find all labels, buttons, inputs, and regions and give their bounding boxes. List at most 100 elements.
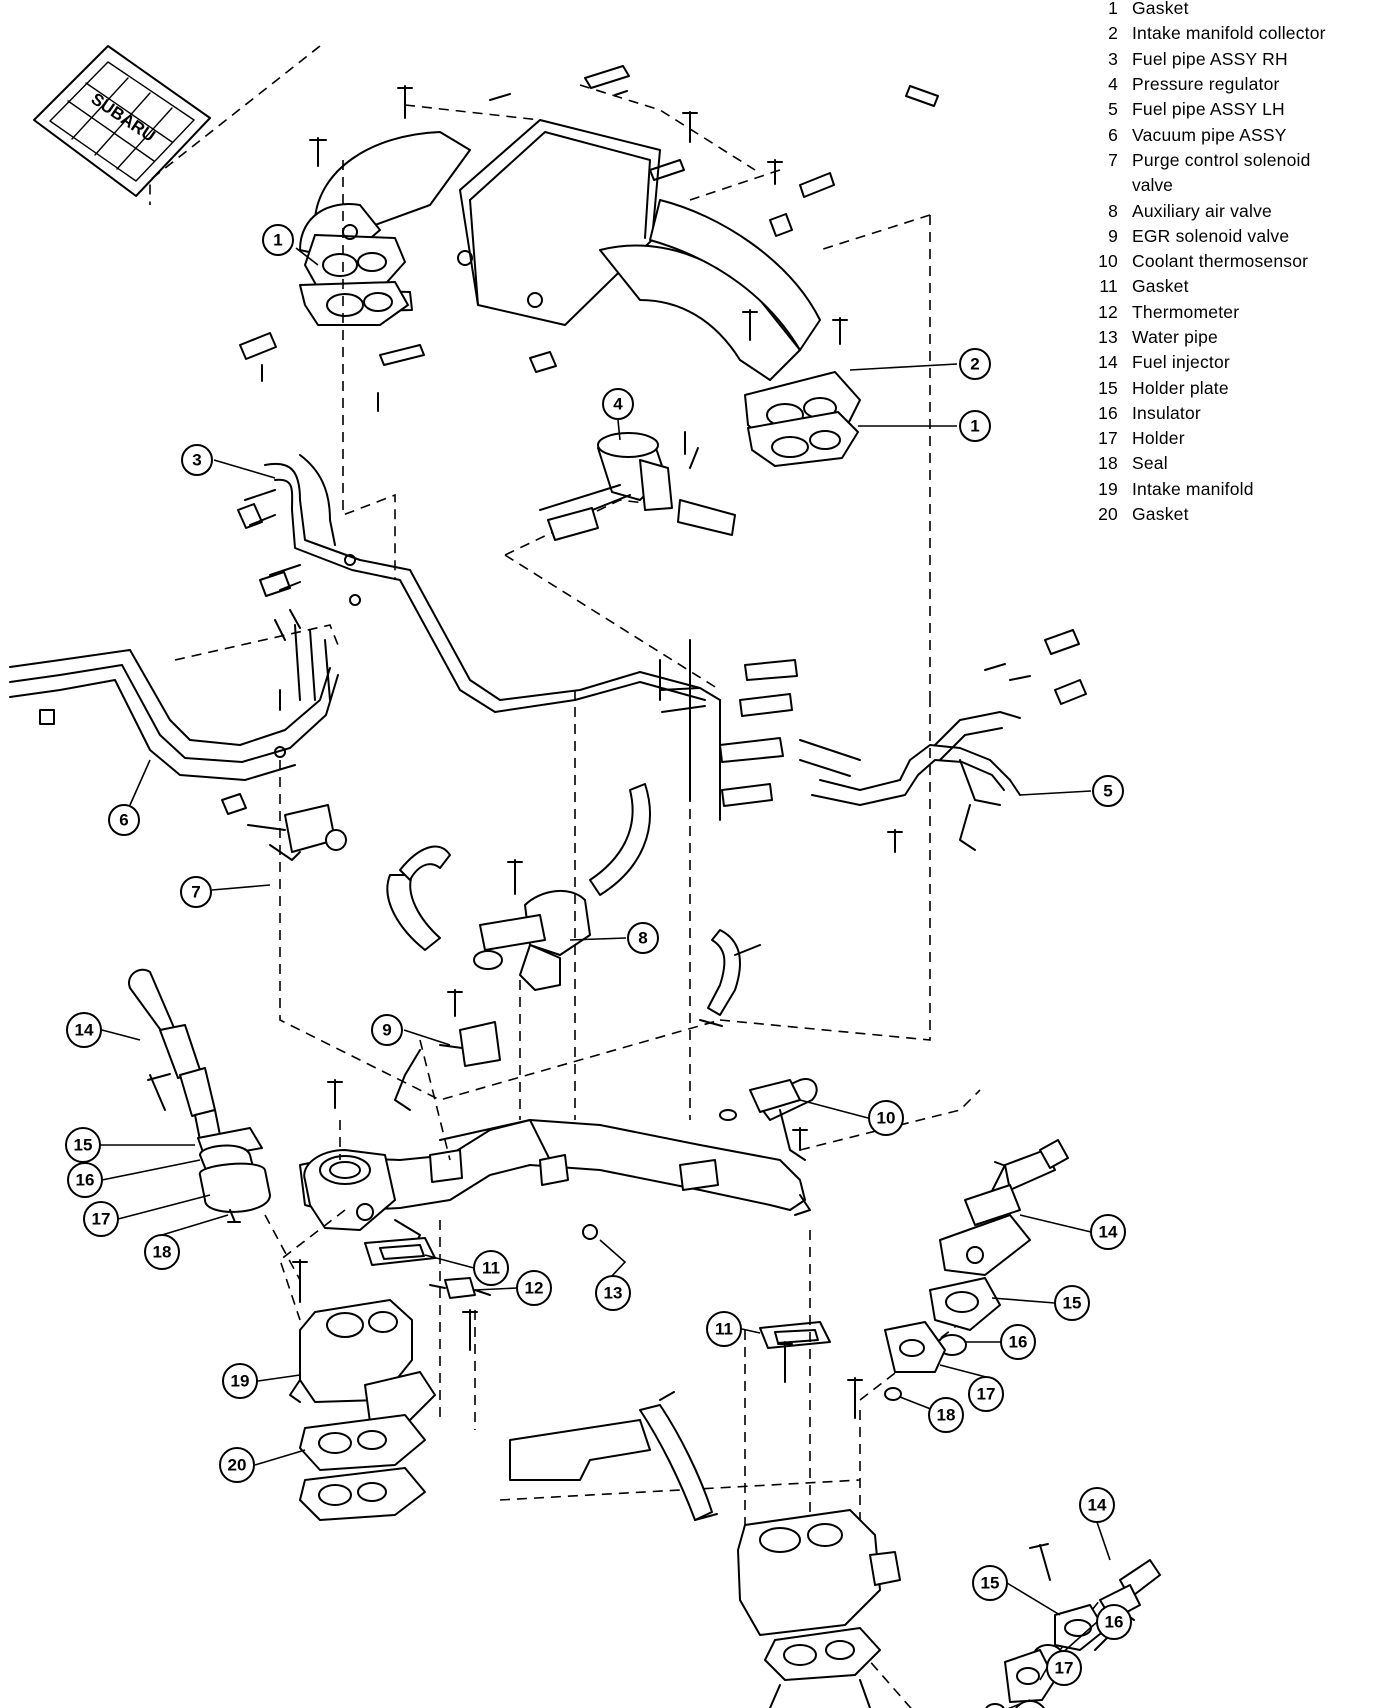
legend-number: 12 (1098, 301, 1118, 322)
callout-12: 12 (517, 1271, 551, 1305)
legend-label: Auxiliary air valve (1132, 200, 1272, 221)
callout-label: 1 (273, 231, 282, 250)
badge-guide-line (150, 46, 320, 205)
legend-number: 19 (1098, 478, 1118, 499)
callout-3: 3 (182, 445, 212, 475)
fuel-pipe-rh (238, 455, 720, 712)
intake-manifold-left (290, 1300, 435, 1422)
legend-label: Insulator (1132, 402, 1201, 423)
callout-label: 9 (382, 1021, 391, 1040)
callout-17-right-lower: 17 (1047, 1651, 1081, 1685)
callout-label: 6 (119, 811, 128, 830)
callout-label: 16 (76, 1171, 95, 1190)
callout-13: 13 (596, 1276, 630, 1310)
callout-label: 16 (1105, 1613, 1124, 1632)
legend-number: 6 (1108, 124, 1118, 145)
callout-label: 15 (981, 1574, 1000, 1593)
legend-label: Seal (1132, 453, 1168, 474)
legend-label: Holder (1132, 428, 1185, 449)
legend-label: EGR solenoid valve (1132, 225, 1290, 246)
legend-number: 14 (1098, 352, 1118, 373)
legend-label: Water pipe (1132, 327, 1218, 347)
legend-number: 9 (1108, 225, 1118, 246)
legend-label: Gasket (1132, 0, 1189, 19)
legend-row: 15 Holder plate (1080, 375, 1390, 400)
water-pipe (300, 1079, 817, 1245)
callout-label: 15 (1063, 1294, 1082, 1313)
legend-number: 15 (1098, 377, 1118, 398)
legend-number: 11 (1099, 276, 1118, 297)
legend-number: 17 (1098, 428, 1118, 449)
callout-label: 2 (970, 355, 979, 374)
thermometer (445, 1278, 475, 1298)
legend-number: 13 (1098, 327, 1118, 347)
legend-number: 16 (1098, 402, 1118, 423)
intake-manifold-right (510, 1392, 900, 1708)
callout-label: 11 (715, 1320, 733, 1339)
callout-label: 20 (228, 1456, 247, 1475)
legend-label: Intake manifold (1132, 478, 1254, 499)
callout-label: 12 (525, 1279, 544, 1298)
subaru-badge: SUBARU (34, 46, 210, 196)
callout-18-right-upper: 18 (929, 1398, 963, 1432)
callout-2: 2 (960, 349, 990, 379)
legend-label: Fuel injector (1132, 352, 1230, 373)
legend-row: 7 Purge control solenoid (1080, 148, 1390, 173)
callout-label: 18 (937, 1406, 956, 1425)
legend-label: Holder plate (1132, 377, 1229, 398)
legend-label: Intake manifold collector (1132, 23, 1326, 44)
callout-label: 17 (977, 1385, 996, 1404)
callout-label: 8 (638, 929, 647, 948)
legend-label: Coolant thermosensor (1132, 251, 1309, 272)
callout-label: 14 (1088, 1496, 1107, 1515)
legend-label: Gasket (1132, 276, 1189, 297)
callout-label: 14 (1099, 1223, 1118, 1242)
legend-number: 7 (1108, 149, 1118, 170)
callout-18-left: 18 (145, 1235, 179, 1269)
injectors-cluster (660, 640, 797, 820)
legend-row: 10 Coolant thermosensor (1080, 249, 1390, 274)
callout-label: 18 (153, 1243, 172, 1262)
callout-label: 5 (1103, 782, 1112, 801)
callout-10: 10 (869, 1101, 903, 1135)
legend-number: 10 (1098, 251, 1118, 272)
legend-row: 19 Intake manifold (1080, 477, 1390, 502)
callout-6: 6 (109, 805, 139, 835)
callout-14-right-lower: 14 (1080, 1488, 1114, 1522)
legend-label: Purge control solenoid (1132, 149, 1311, 170)
callout-label: 16 (1009, 1333, 1028, 1352)
legend-label: Vacuum pipe ASSY (1132, 124, 1287, 145)
callout-label: 4 (613, 395, 623, 414)
callout-16-right-lower: 16 (1097, 1605, 1131, 1639)
callout-7: 7 (181, 877, 211, 907)
callout-label: 17 (1055, 1659, 1074, 1678)
vacuum-pipe-assy (10, 610, 338, 780)
legend-number: 18 (1098, 453, 1118, 474)
injector-right-upper-assembly (885, 1140, 1068, 1400)
callout-8: 8 (628, 923, 658, 953)
callout-label: 7 (191, 883, 200, 902)
callout-17-right-upper: 17 (969, 1377, 1003, 1411)
legend-row: 9 EGR solenoid valve (1080, 224, 1390, 249)
legend-label: Thermometer (1132, 301, 1240, 322)
callout-label: 3 (192, 451, 201, 470)
callout-11-left: 11 (474, 1251, 508, 1285)
callout-19: 19 (223, 1364, 257, 1398)
callout-1-upper-left: 1 (263, 225, 293, 255)
legend-row: 18 Seal (1080, 451, 1390, 476)
gasket-11-left (365, 1238, 435, 1265)
callout-15-right-upper: 15 (1055, 1286, 1089, 1320)
legend-row: 16 Insulator (1080, 401, 1390, 426)
leader-lines (100, 248, 1110, 1708)
callout-4: 4 (603, 389, 633, 419)
legend-number: 20 (1098, 504, 1118, 525)
callout-label: 15 (74, 1136, 93, 1155)
